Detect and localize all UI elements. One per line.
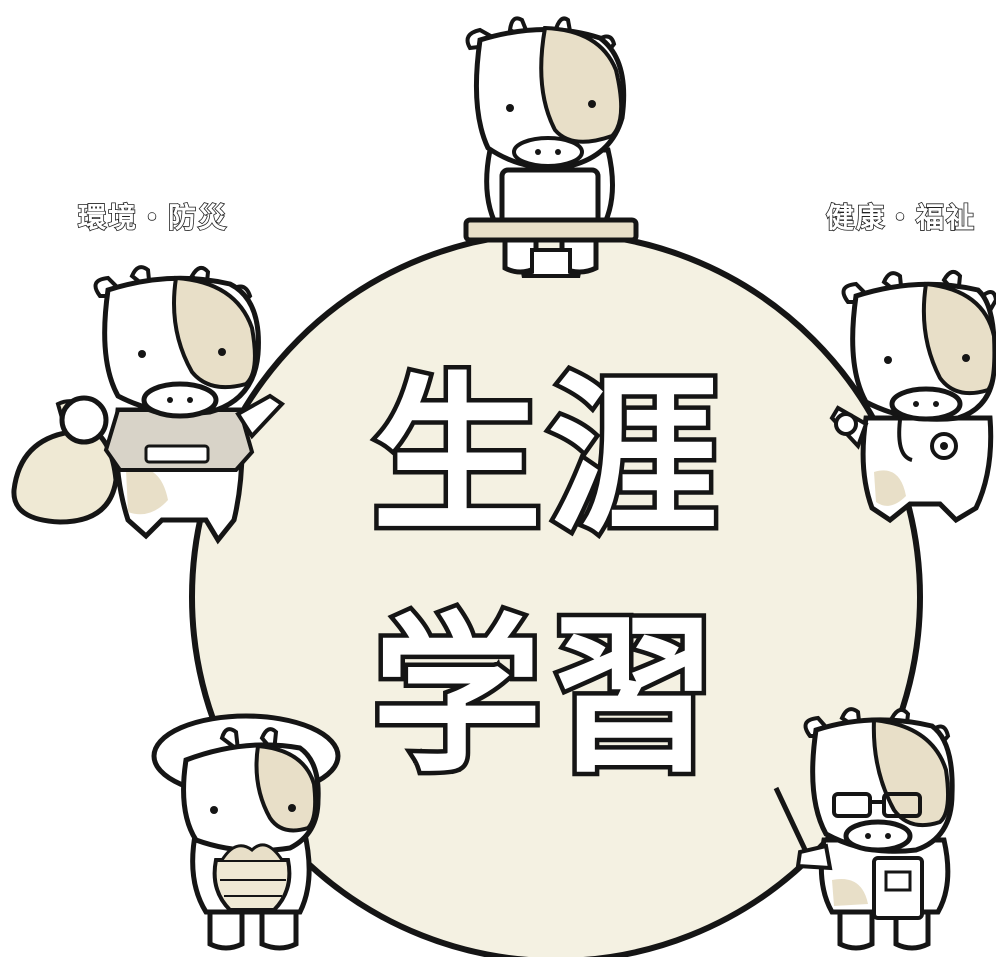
title-learning: 学習 bbox=[367, 598, 725, 796]
cow-with-laptop bbox=[463, 16, 639, 278]
cow-with-sack bbox=[11, 265, 286, 545]
cow-doctor-with-stethoscope bbox=[829, 269, 996, 524]
cow-teacher-with-pointer bbox=[773, 707, 955, 951]
topic-label-environment-disaster: 環境・防災 bbox=[77, 200, 229, 235]
topic-label-health-welfare: 健康・福祉 bbox=[825, 200, 977, 235]
cow-with-food-basket bbox=[151, 713, 341, 951]
title-lifelong: 生涯 bbox=[367, 358, 725, 556]
